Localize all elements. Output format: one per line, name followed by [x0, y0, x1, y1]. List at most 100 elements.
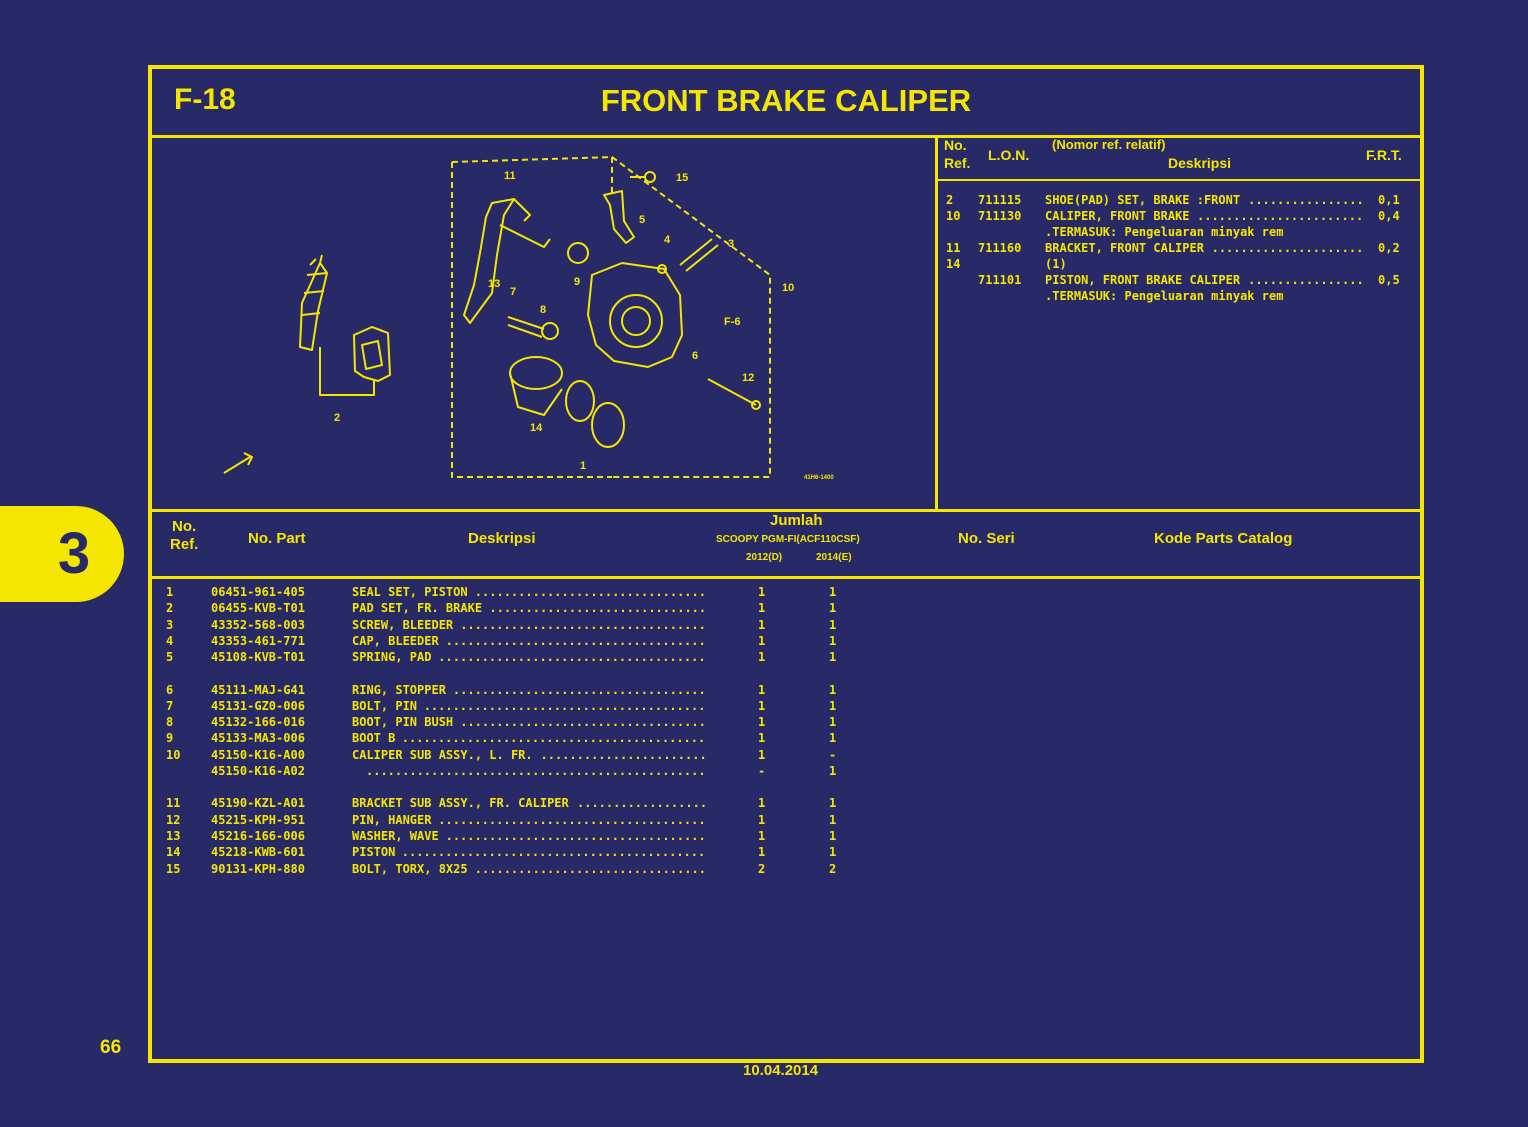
qty-2014e: 1: [829, 715, 837, 730]
labor-desc: BRACKET, FRONT CALIPER: [1045, 241, 1204, 255]
caliper-drawing: 11 15 5 4 3 9 13 7 8 10 F-6 6 12 14 1 2 …: [223, 156, 834, 481]
labor-lon: 711101: [978, 273, 1022, 287]
qty-2012d: 1: [758, 601, 766, 616]
part-number: 90131-KPH-880: [211, 861, 305, 876]
qty-2014e: 1: [829, 601, 837, 616]
part-number: 06451-961-405: [211, 585, 305, 599]
labor-lon: 711130: [978, 209, 1022, 223]
page-title: FRONT BRAKE CALIPER: [600, 83, 972, 118]
qty-2012d: 1: [758, 796, 766, 811]
header-lon: L.O.N.: [988, 147, 1030, 163]
header-no: No.: [944, 137, 967, 153]
part-ref: 6: [166, 682, 174, 697]
part-number: 45132-166-016: [211, 715, 305, 730]
part-description: CALIPER SUB ASSY., L. FR.: [352, 747, 533, 762]
header-ref: Ref.: [944, 155, 971, 171]
part-description: BOOT B: [352, 731, 396, 746]
part-number: 45215-KPH-951: [211, 812, 305, 827]
labor-desc: .TERMASUK: Pengeluaran minyak rem: [1045, 225, 1284, 239]
qty-2014e: 1: [829, 812, 837, 827]
parts-table-header: No. Ref. No. Part Deskripsi Jumlah SCOOP…: [152, 509, 1420, 579]
labor-ref: 14: [946, 257, 961, 271]
part-number: 45218-KWB-601: [211, 845, 305, 860]
qty-2012d: 1: [758, 650, 766, 665]
header-frt: F.R.T.: [1366, 147, 1402, 163]
labor-lon: 711115: [978, 193, 1022, 207]
part-number: 45108-KVB-T01: [211, 650, 305, 665]
qty-2012d: 1: [758, 682, 766, 697]
qty-2014e: 1: [829, 731, 837, 746]
qty-2012d: 1: [758, 845, 766, 860]
qty-2012d: 1: [758, 828, 766, 843]
header-col-e: 2014(E): [816, 552, 852, 563]
labor-frt: 0,5: [1378, 273, 1400, 287]
figure-code: F-18: [174, 83, 236, 116]
header-catalog: Kode Parts Catalog: [1154, 530, 1293, 547]
qty-2012d: 1: [758, 731, 766, 746]
header-note: (Nomor ref. relatif): [1052, 137, 1166, 152]
part-description: CAP, BLEEDER: [352, 633, 439, 648]
table-row: 45150-K16-A02-1.........................…: [211, 764, 837, 778]
labor-row: 14(1): [938, 257, 1408, 273]
labor-table: No. Ref. L.O.N. (Nomor ref. relatif) Des…: [938, 135, 1420, 509]
callout-11: 11: [504, 170, 516, 182]
qty-2014e: -: [829, 747, 837, 762]
diagram-code-mark: 41H6-1400: [804, 475, 834, 481]
labor-row: .TERMASUK: Pengeluaran minyak rem: [938, 225, 1408, 241]
part-description: RING, STOPPER: [352, 682, 446, 697]
part-ref: 15: [166, 861, 181, 876]
header-no: No.: [172, 518, 197, 535]
leader-dots: .....................: [1211, 241, 1364, 255]
part-number: 43353-461-771: [211, 633, 305, 648]
callout-12: 12: [742, 372, 754, 384]
part-number: 45190-KZL-A01: [211, 796, 305, 811]
labor-frt: 0,4: [1378, 209, 1400, 223]
qty-2014e: 1: [829, 682, 837, 697]
labor-ref: 11: [946, 241, 961, 255]
callout-1: 1: [580, 460, 586, 472]
leader-dots: ................: [1248, 273, 1364, 287]
callout-f6: F-6: [724, 316, 741, 328]
part-ref: 12: [166, 812, 181, 827]
header-description: Deskripsi: [468, 530, 536, 547]
labor-desc: CALIPER, FRONT BRAKE: [1045, 209, 1190, 223]
qty-2012d: 1: [758, 633, 766, 648]
print-date: 10.04.2014: [743, 1062, 819, 1079]
part-description: BOLT, PIN: [352, 698, 418, 713]
section-tab[interactable]: 3: [0, 506, 124, 602]
part-number: 45150-K16-A00: [211, 747, 305, 762]
header-part-no: No. Part: [248, 530, 306, 547]
qty-2014e: 1: [829, 845, 837, 860]
part-number: 45111-MAJ-G41: [211, 682, 305, 697]
header-col-d: 2012(D): [746, 552, 783, 563]
qty-2014e: 1: [829, 764, 837, 778]
part-number: 06455-KVB-T01: [211, 601, 305, 616]
callout-15: 15: [676, 172, 688, 184]
part-description: WASHER, WAVE: [352, 828, 439, 843]
callout-10: 10: [782, 282, 794, 294]
qty-2014e: 1: [829, 698, 837, 713]
callout-6: 6: [692, 350, 698, 362]
part-ref: 11: [166, 796, 181, 811]
part-description: BOLT, TORX, 8X25: [352, 861, 468, 876]
part-number: 43352-568-003: [211, 617, 305, 632]
labor-desc: .TERMASUK: Pengeluaran minyak rem: [1045, 289, 1284, 303]
callout-9: 9: [574, 276, 580, 288]
part-ref: 10: [166, 747, 181, 762]
qty-2012d: 1: [758, 715, 766, 730]
callout-14: 14: [530, 422, 543, 434]
part-description: SPRING, PAD: [352, 650, 432, 665]
qty-2014e: 1: [829, 828, 837, 843]
qty-2012d: -: [758, 764, 766, 778]
labor-frt: 0,1: [1378, 193, 1400, 207]
callout-7: 7: [510, 286, 516, 298]
